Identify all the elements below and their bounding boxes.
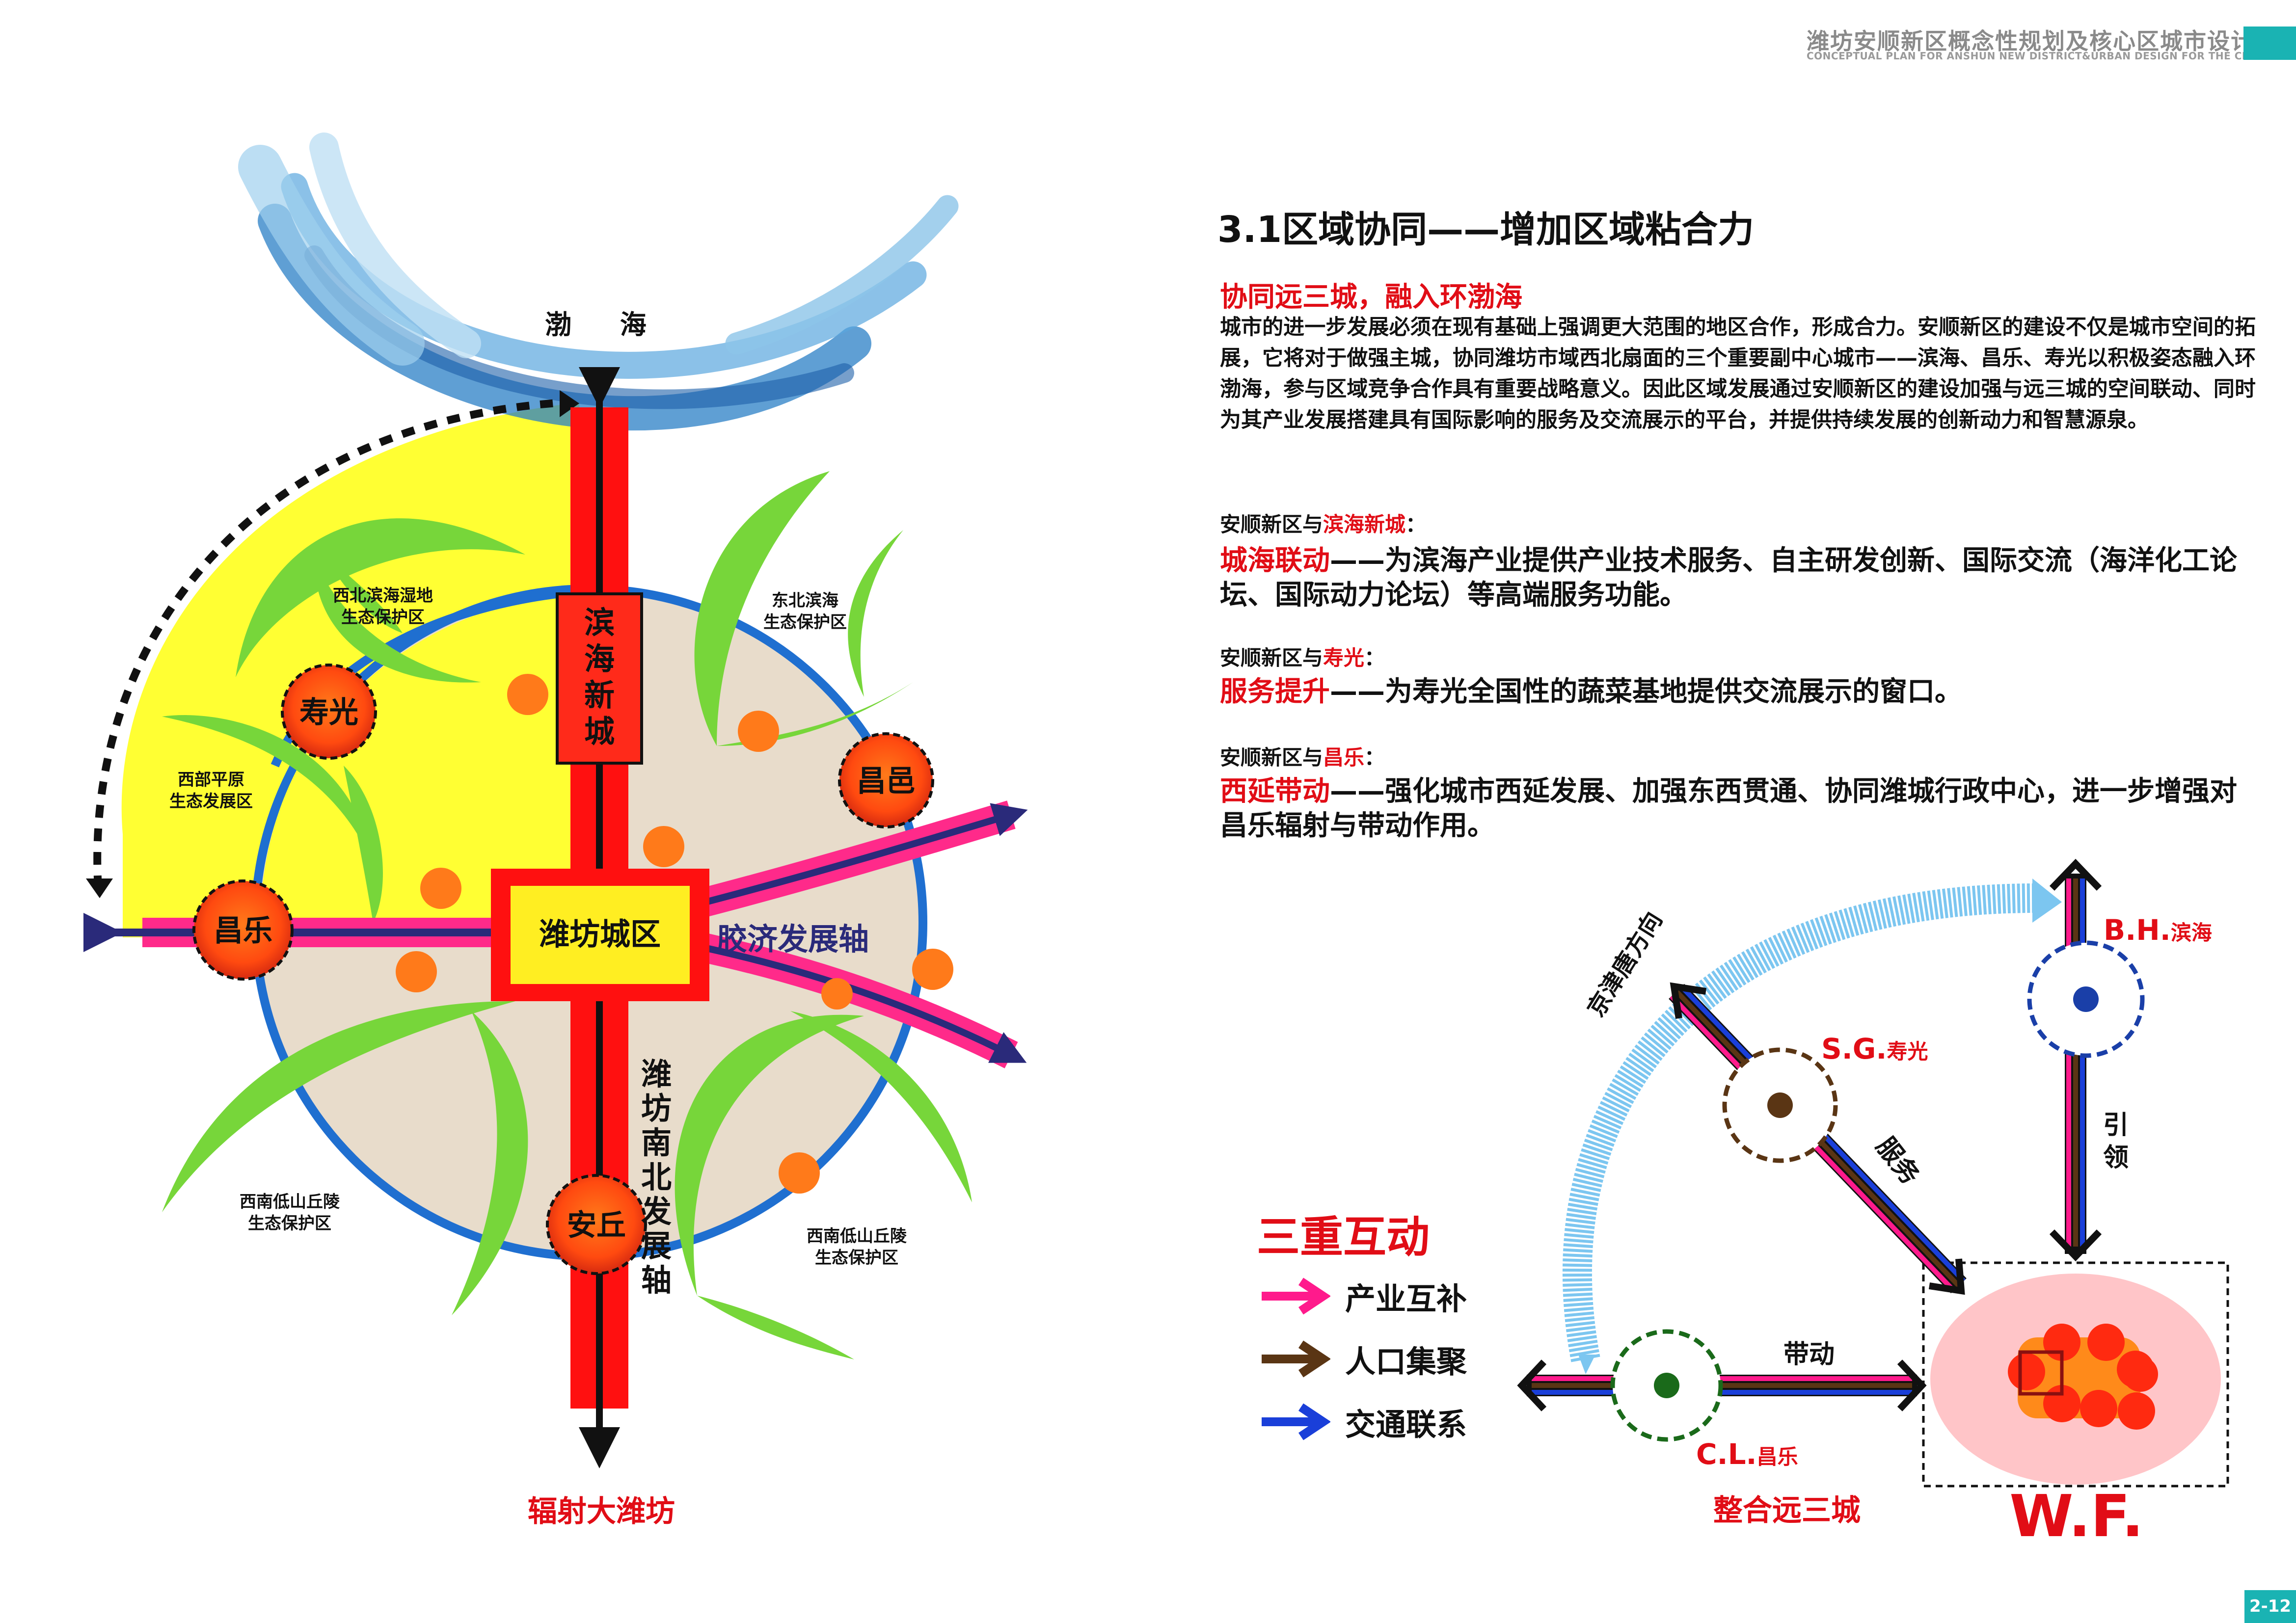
wf-frame [1922,1261,2229,1488]
cl-label: C.L.昌乐 [1696,1437,1798,1471]
core-label: 潍坊城区 [539,916,661,952]
city-anqiu: 安丘 [567,1208,626,1243]
item-2-city: 寿光 [1323,646,1365,670]
item-3-city: 昌乐 [1323,745,1365,770]
item-3-subhead: 安顺新区与昌乐： [1220,741,1385,771]
intro-paragraph: 城市的进一步发展必须在现有基础上强调更大范围的地区合作，形成合力。安顺新区的建设… [1220,315,2256,432]
item-3-body: 西延带动——强化城市西延发展、加强东西贯通、协同潍城行政中心，进一步增强对昌乐辐… [1220,774,2261,843]
item-1-body: 城海联动——为滨海产业提供产业技术服务、自主研发创新、国际交流（海洋化工论坛、国… [1220,544,2261,612]
pink-arrow-icon [1262,1277,1330,1315]
sea-label: 渤 海 [545,309,666,340]
dotted-arc-arrow [93,399,565,889]
page-number: 2-12 [2244,1590,2296,1623]
east-axis-label: 胶济发展轴 [717,921,869,957]
drive-label: 带动 [1783,1340,1835,1369]
item-2-colon: ： [1364,646,1385,670]
zone-sw: 西南低山丘陵生态保护区 [240,1192,340,1233]
orange-dots [396,674,953,1194]
wf-label: W.F. [2009,1482,2143,1550]
bh-link [2049,858,2102,1262]
binhai-box [556,592,643,765]
sg-label: S.G.寿光 [1821,1032,1928,1065]
legend-title: 三重互动 [1257,1212,1430,1262]
item-1-key: 城海联动 [1220,545,1330,577]
item-3-key: 西延带动 [1220,775,1330,807]
jjt-arc [1563,883,2038,1362]
bh-label: B.H.滨海 [2104,913,2212,947]
city-circles [192,664,934,1275]
city-shouguang: 寿光 [299,695,358,730]
item-2-prefix: 安顺新区与 [1220,646,1324,670]
wf-core [2008,1324,2158,1430]
zone-w: 西部平原生态发展区 [169,770,253,811]
header-title: 潍坊安顺新区概念性规划及核心区城市设计 [1807,28,2254,54]
header-accent-bar [2243,27,2296,60]
brown-arrow-icon [1262,1340,1330,1378]
legend-label: 产业互补 [1345,1281,1467,1317]
item-1-colon: ： [1405,512,1427,536]
item-1-city: 滨海新城 [1323,512,1406,536]
zone-nw: 西北滨海湿地生态保护区 [333,586,433,627]
south-axis-label: 潍坊南北发展轴 [641,1056,672,1298]
legend-label: 交通联系 [1345,1407,1467,1442]
section-title: 3.1区域协同——增加区域粘合力 [1217,209,1755,251]
binhai-label: 滨海新城 [584,605,615,749]
legend-item-industry: 产业互补 [1257,1265,1467,1328]
right-diagram: B.H.滨海 S.G.寿光 C.L.昌乐 W.F. 京津唐方向 服务 引领 带动… [1517,858,2229,1550]
item-2-key: 服务提升 [1220,676,1330,708]
legend: 三重互动 产业互补 人口集聚 交通联系 [1257,1202,1467,1453]
zone-se: 西南低山丘陵生态保护区 [807,1226,907,1268]
lead-label: 引领 [2103,1111,2129,1172]
left-map: 渤 海 滨海新城 潍坊城区 胶济发展轴 潍坊南北发展轴 寿光 昌邑 昌乐 安丘 … [83,133,1028,1529]
item-3-colon: ： [1364,745,1385,770]
left-caption: 辐射大潍坊 [528,1494,675,1529]
jjt-label: 京津唐方向 [1582,907,1668,1021]
item-2-text: ——为寿光全国性的蔬菜基地提供交流展示的窗口。 [1330,676,1962,708]
zone-ne: 东北滨海生态保护区 [763,591,847,632]
item-3-text: ——强化城市西延发展、加强东西贯通、协同潍城行政中心，进一步增强对昌乐辐射与带动… [1220,775,2237,842]
sea-waves [238,133,959,431]
green-crescents [162,471,972,1359]
blue-arrow-icon [1262,1403,1330,1440]
city-changle: 昌乐 [214,914,272,948]
service-label: 服务 [1870,1132,1925,1190]
item-2-subhead: 安顺新区与寿光： [1220,641,1385,671]
header-subtitle: CONCEPTUAL PLAN FOR ANSHUN NEW DISTRICT&… [1807,50,2296,62]
legend-item-traffic: 交通联系 [1257,1390,1467,1453]
item-1-prefix: 安顺新区与 [1220,512,1324,536]
legend-label: 人口集聚 [1345,1344,1467,1380]
intro-heading: 协同远三城，融入环渤海 [1220,281,1522,313]
legend-item-population: 人口集聚 [1257,1328,1467,1390]
item-2-body: 服务提升——为寿光全国性的蔬菜基地提供交流展示的窗口。 [1220,675,2261,709]
city-changyi: 昌邑 [857,764,916,798]
right-caption: 整合远三城 [1713,1493,1861,1528]
item-3-prefix: 安顺新区与 [1220,745,1324,770]
item-1-subhead: 安顺新区与滨海新城： [1220,508,1426,538]
item-1-text: ——为滨海产业提供产业技术服务、自主研发创新、国际交流（海洋化工论坛、国际动力论… [1220,545,2237,611]
